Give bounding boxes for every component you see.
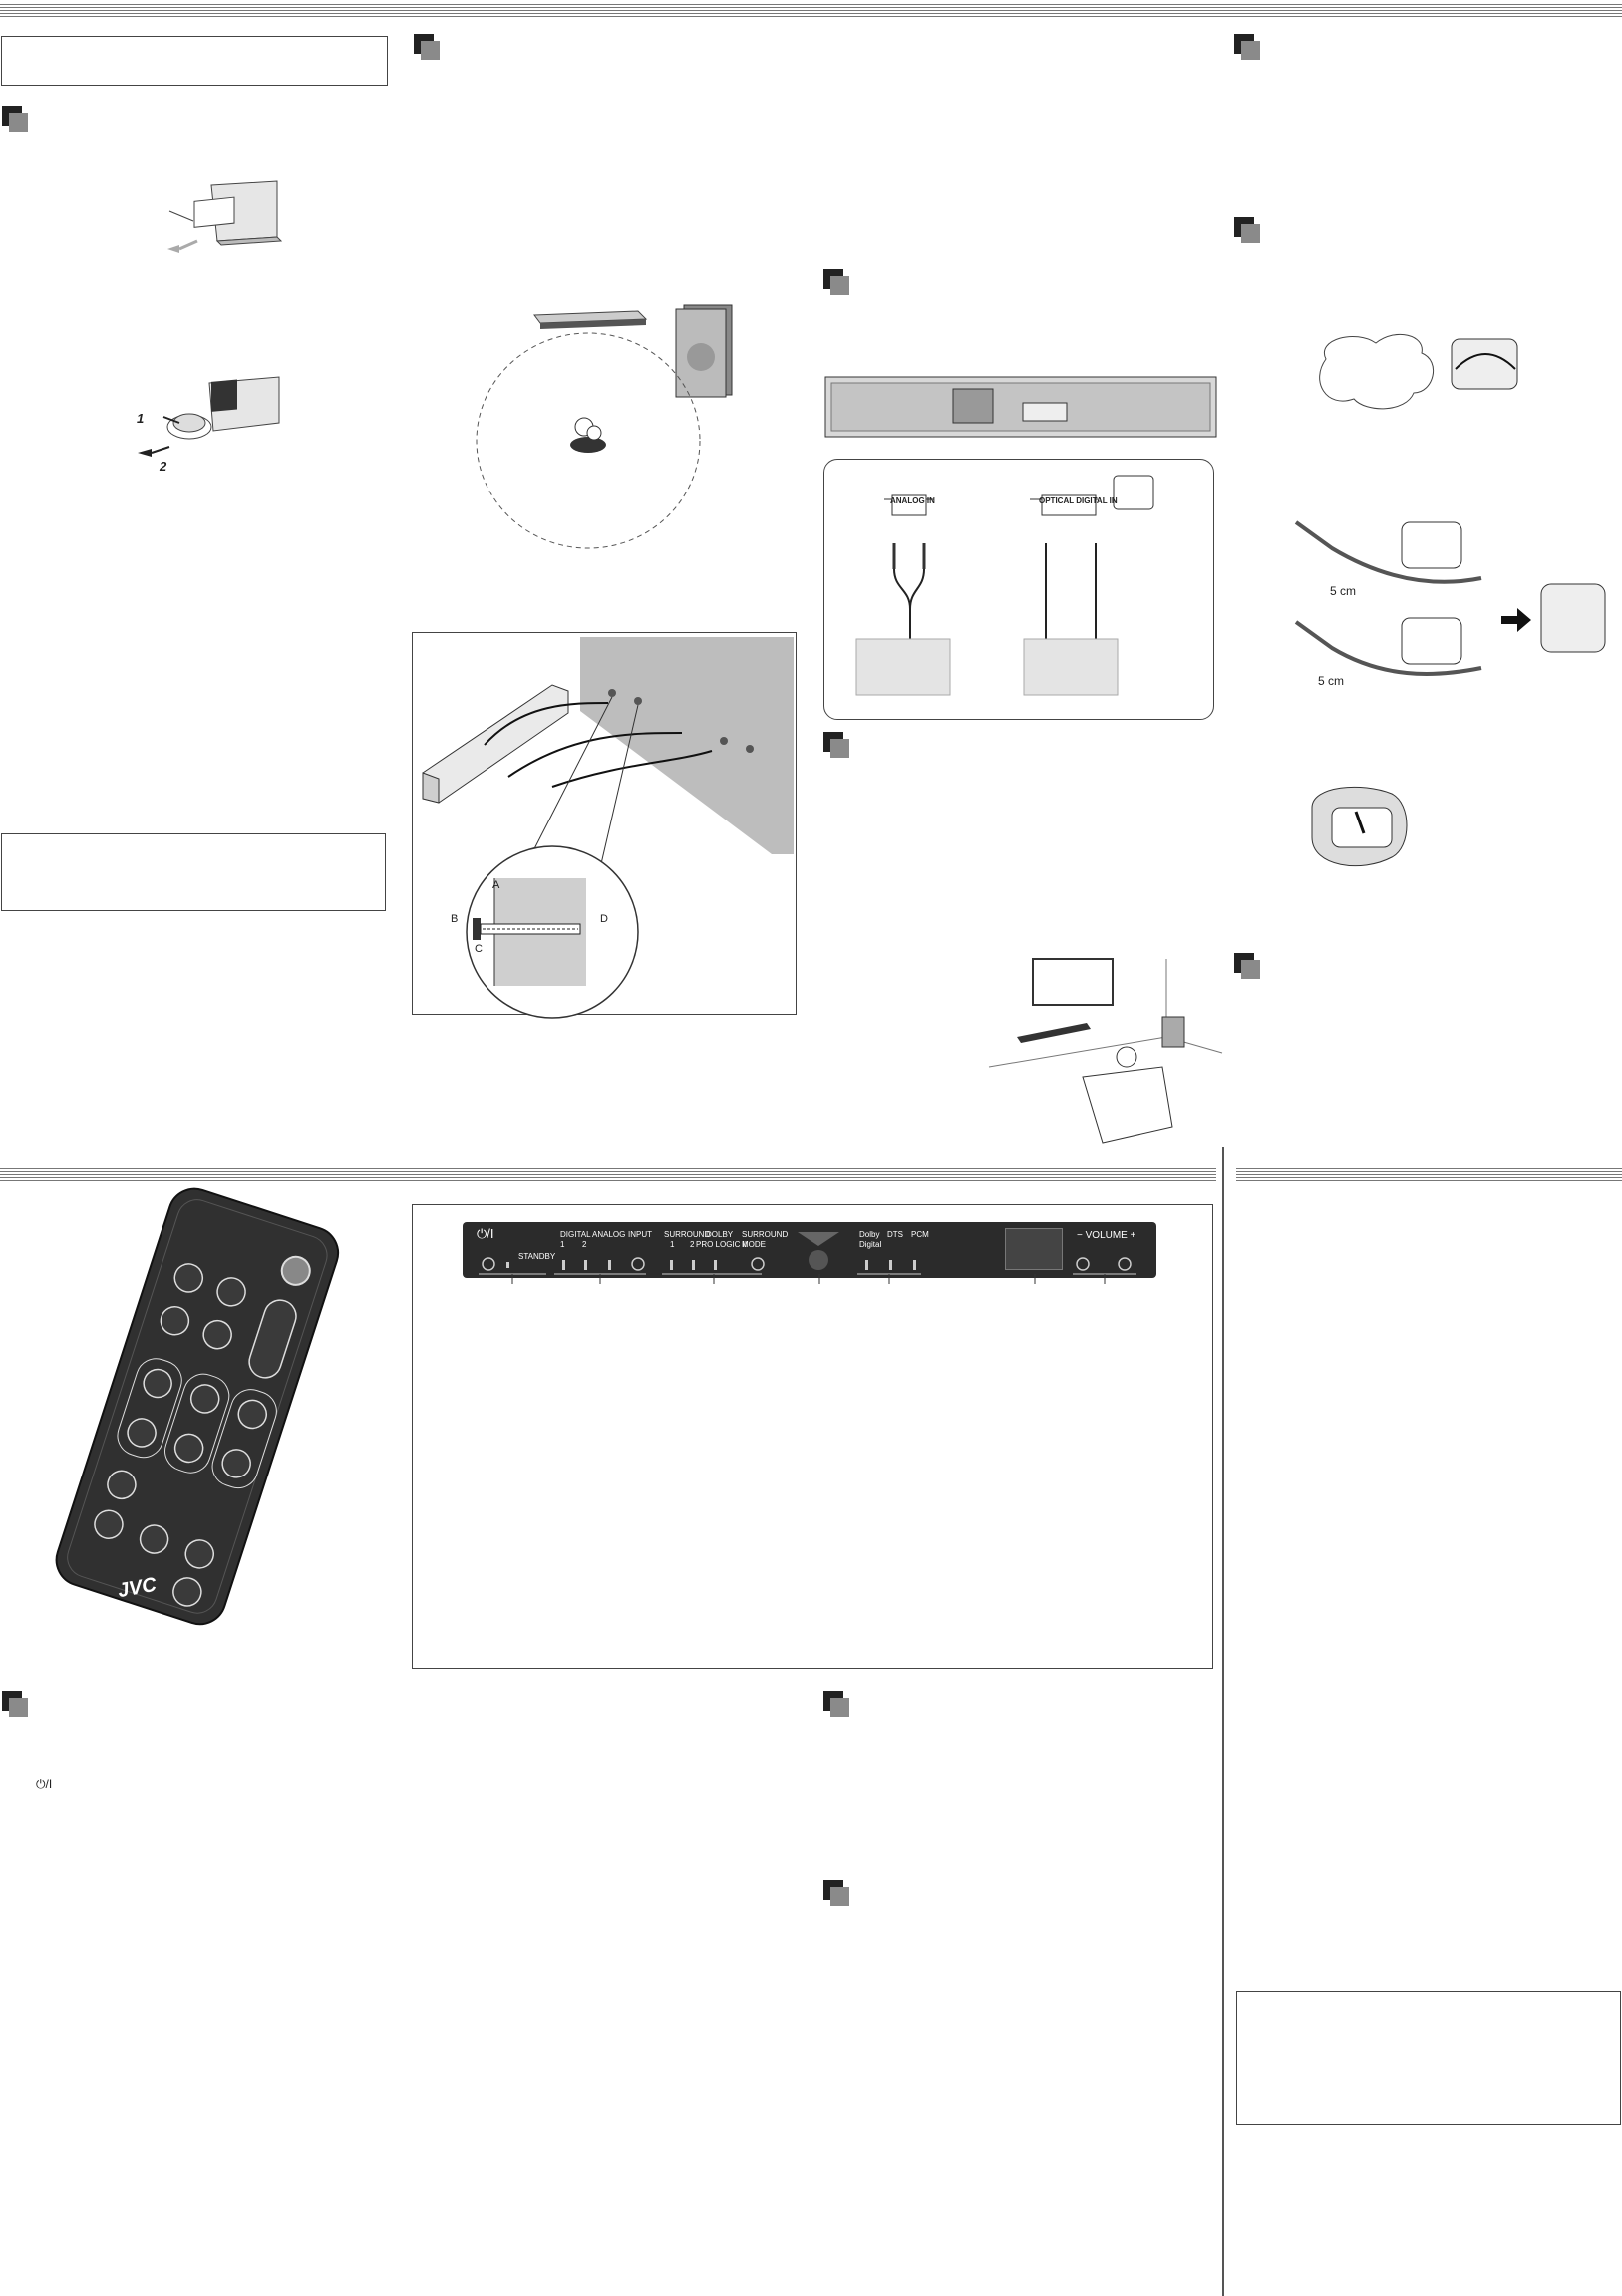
core-length-label-2: 5 cm	[1318, 674, 1345, 688]
remote-sensor-icon	[798, 1232, 839, 1270]
screw-label-d: D	[600, 913, 608, 925]
remote-battery-tray-illustration	[167, 180, 283, 253]
note-box-left	[1, 833, 386, 911]
core-length-label-1: 5 cm	[1330, 584, 1357, 598]
battery-insertion-illustration	[138, 376, 280, 457]
remote-control-illustration	[55, 1187, 340, 1626]
title-box	[1, 36, 388, 86]
step-1-label: 1	[137, 411, 145, 426]
section-marker-icon	[2, 1691, 28, 1717]
bottom-section-rule-left	[0, 1168, 1216, 1182]
optical-in-label: OPTICAL DIGITAL IN	[1039, 496, 1118, 505]
ferrite-core-illustration-1	[1319, 333, 1518, 410]
fp-surround-label: SURROUND	[664, 1230, 711, 1239]
analog-in-label: ANALOG IN	[890, 496, 935, 505]
fp-dts-label: DTS	[887, 1230, 903, 1239]
wall-mount-illustration	[422, 637, 794, 1019]
fp-input-label: INPUT	[628, 1230, 652, 1239]
fp-standby-label: STANDBY	[518, 1252, 556, 1261]
bottom-section-rule-right	[1236, 1168, 1622, 1182]
screw-label-a: A	[492, 879, 500, 891]
front-panel-frame	[412, 1204, 1213, 1669]
section-marker-icon	[1234, 217, 1260, 243]
section-marker-icon	[1234, 953, 1260, 979]
section-marker-icon	[823, 269, 849, 295]
screw-label-c: C	[475, 943, 483, 955]
top-rule	[0, 4, 1622, 18]
fp-digital-2: 2	[582, 1240, 587, 1249]
fp-power-label: ⏻/I	[477, 1226, 494, 1241]
column-divider	[1222, 1147, 1224, 2296]
fp-dolby-digital-label: Dolby Digital	[859, 1230, 882, 1249]
fp-digital-label: DIGITAL	[560, 1230, 591, 1239]
ferrite-core-illustration-2	[1294, 520, 1606, 676]
fp-analog-label: ANALOG	[592, 1230, 626, 1239]
section-marker-icon	[1234, 34, 1260, 60]
section-marker-icon	[823, 1691, 849, 1717]
fp-pro-logic-label: PRO LOGIC II	[696, 1240, 748, 1249]
power-symbol: ⏻/I	[36, 1777, 53, 1791]
step-2-label: 2	[160, 459, 167, 474]
fp-display-window	[1005, 1228, 1063, 1270]
fp-digital-1: 1	[560, 1240, 565, 1249]
listening-area-illustration	[476, 304, 733, 549]
cable-connection-illustration	[855, 475, 1154, 696]
section-marker-icon	[823, 732, 849, 758]
fp-volume-label: − VOLUME +	[1077, 1230, 1136, 1241]
rear-panel-illustration	[824, 376, 1217, 438]
note-box-right	[1236, 1991, 1621, 2125]
fp-surround-mode-label: SURROUND MODE	[742, 1230, 789, 1249]
room-setup-illustration	[988, 958, 1223, 1144]
section-marker-icon	[823, 1880, 849, 1906]
fp-pcm-label: PCM	[911, 1230, 929, 1239]
screw-label-b: B	[451, 913, 459, 925]
section-marker-icon	[414, 34, 440, 60]
front-panel-controls	[479, 1257, 1136, 1284]
fp-surround-1: 1	[670, 1240, 675, 1249]
ferrite-core-illustration-3	[1311, 786, 1408, 867]
fp-surround-2: 2	[690, 1240, 695, 1249]
section-marker-icon	[2, 106, 28, 132]
fp-dolby-label: DOLBY	[706, 1230, 734, 1239]
